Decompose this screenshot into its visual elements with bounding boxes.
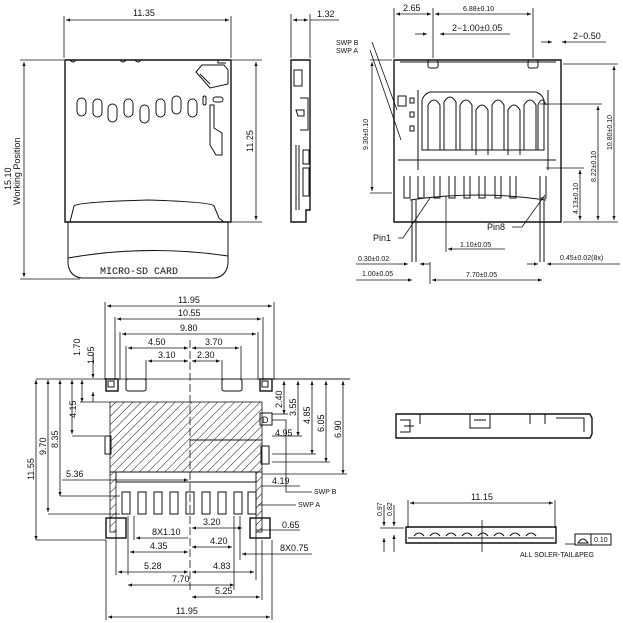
dim-3-20: 3.20 — [203, 517, 221, 527]
dim-left-9-70: 9.70 — [38, 437, 48, 455]
swp-b-label: SWP B — [336, 40, 359, 47]
dim-length: 11.15 — [471, 492, 493, 502]
front-view-top — [395, 413, 593, 439]
dim-10-80: 10.80±0.10 — [607, 115, 614, 150]
dim-6-88: 6.88±0.10 — [463, 6, 494, 13]
dim-1-00: 1.00±0.05 — [362, 271, 393, 278]
dim-top-3-10: 3.10 — [158, 350, 176, 360]
footprint-pads — [121, 491, 257, 515]
pcb-footprint-view: 11.95 10.55 9.80 4.50 3.70 3.10 2.30 D — [26, 295, 350, 620]
front-view-bottom: 11.15 0.97 0.82 0.10 ALL SOLER-TAIL&PEG — [377, 492, 612, 559]
dim-top-3-70: 3.70 — [205, 337, 223, 347]
side-view: 1.32 — [290, 9, 339, 223]
overall-label: Working Position — [12, 138, 22, 205]
dim-4-20: 4.20 — [210, 536, 228, 546]
dim-0-45: 0.45±0.02(8x) — [560, 255, 603, 262]
dim-right-4-85: 4.85 — [302, 406, 312, 424]
dim-2x0-50: 2−0.50 — [573, 31, 601, 41]
dim-4-35: 4.35 — [150, 541, 168, 551]
front-pin-tails — [408, 532, 554, 539]
dim-4-83: 4.83 — [213, 561, 231, 571]
pin1-label: Pin1 — [373, 233, 391, 243]
dim-left-4-15: 4.15 — [68, 400, 78, 418]
dim-right-6-90: 6.90 — [333, 420, 343, 438]
fp-swp-b-label: SWP B — [314, 489, 337, 496]
card-label: MICRO-SD CARD — [100, 267, 178, 278]
dim-overall: 15.10 — [3, 167, 13, 190]
dim-left-5-36: 5.36 — [66, 469, 84, 479]
dim-left-8-35: 8.35 — [50, 430, 60, 448]
top-view-connector: 2.65 6.88±0.10 2−1.00±0.05 2−0.50 SWP B … — [336, 3, 620, 284]
dim-height: 11.25 — [245, 130, 255, 152]
dim-top-2-30: 2.30 — [197, 350, 215, 360]
pad-marker: D — [262, 415, 269, 425]
dim-left-1-70: 1.70 — [72, 338, 82, 356]
dim-7-70: 7.70±0.05 — [466, 272, 497, 279]
dim-0-30: 0.30±0.02 — [358, 256, 389, 263]
spring-contacts — [427, 96, 547, 155]
dim-right-4-95: 4.95 — [275, 428, 293, 438]
dim-width: 11.35 — [133, 8, 155, 18]
dim-right-2-40: 2.40 — [274, 390, 284, 408]
dim-4-13: 4.13±0.10 — [573, 183, 580, 214]
pin-row — [397, 95, 556, 199]
dim-top-10-55: 10.55 — [178, 308, 201, 318]
dim-9-30: 9.30±0.10 — [363, 119, 370, 150]
fp-swp-a-label: SWP A — [298, 502, 320, 509]
flatness-callout: 0.10 — [565, 533, 612, 546]
dim-thickness: 1.32 — [317, 9, 335, 19]
dim-left-1-05: 1.05 — [86, 346, 96, 364]
pin8-label: Pin8 — [487, 222, 505, 232]
dim-top-9-80: 9.80 — [180, 323, 198, 333]
dim-right-6-05: 6.05 — [316, 414, 326, 432]
dim-8-22: 8.22±0.10 — [591, 151, 598, 182]
dim-2-65: 2.65 — [403, 3, 421, 13]
dim-right-3-55: 3.55 — [288, 398, 298, 416]
dim-0-97: 0.97 — [377, 502, 384, 516]
solder-note: ALL SOLER-TAIL&PEG — [520, 552, 594, 559]
dim-5-25: 5.25 — [215, 586, 233, 596]
dim-7-70-fp: 7.70 — [172, 574, 190, 584]
top-view-card-inserted: 11.35 MICRO-SD CARD — [3, 8, 262, 280]
dim-top-4-50: 4.50 — [148, 337, 166, 347]
dim-2x1-00: 2−1.00±0.05 — [452, 23, 502, 33]
dim-bottom-11-95: 11.95 — [176, 606, 198, 616]
dim-top-11-95: 11.95 — [178, 295, 200, 305]
dim-5-28: 5.28 — [144, 561, 162, 571]
profile-of-surface-icon — [577, 538, 589, 544]
dim-pad-width: 8X0.75 — [280, 543, 309, 553]
dim-right-4-19: 4.19 — [272, 476, 290, 486]
flatness-value: 0.10 — [594, 537, 608, 544]
dim-pitch: 8X1.10 — [152, 527, 181, 537]
dim-left-11-55: 11.55 — [26, 458, 36, 480]
dim-1-10: 1.10±0.05 — [460, 242, 491, 249]
swp-a-label: SWP A — [336, 48, 358, 55]
dim-0-82: 0.82 — [387, 502, 394, 516]
dim-0-65: 0.65 — [282, 520, 300, 530]
card-contact-pads — [76, 95, 224, 124]
